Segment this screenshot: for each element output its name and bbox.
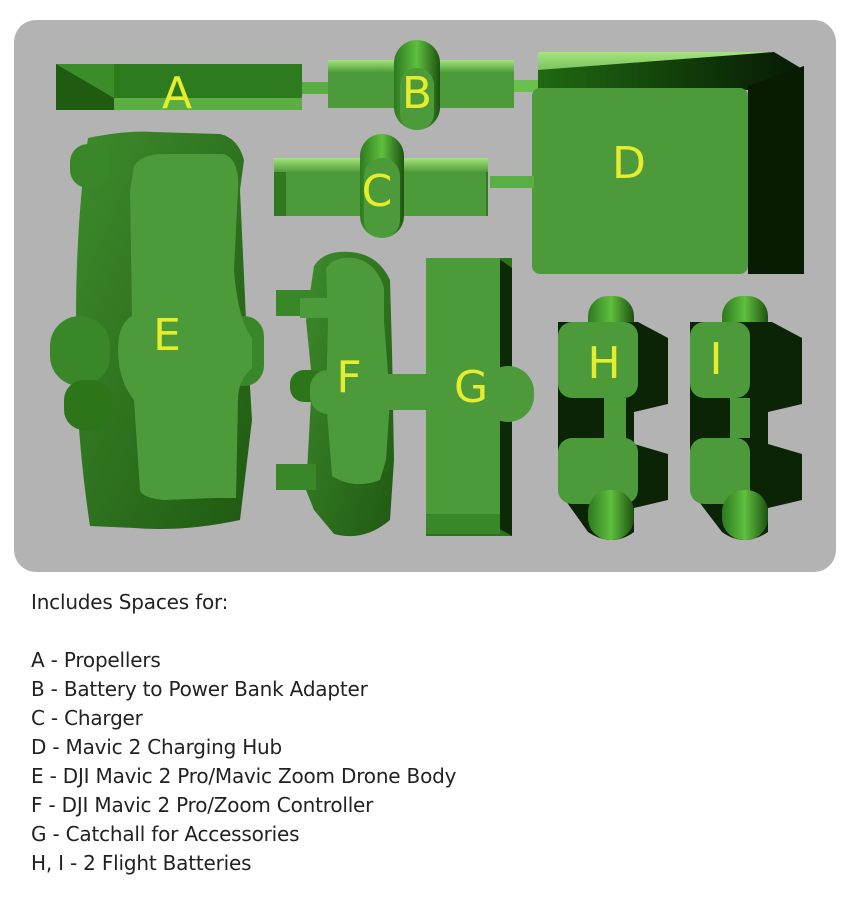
pocket-f [276,251,394,537]
pocket-d [490,52,804,274]
label-i: I [710,334,723,385]
label-c: C [362,166,393,217]
legend-item-e: E - DJI Mavic 2 Pro/Mavic Zoom Drone Bod… [31,764,457,788]
label-g: G [454,362,488,413]
label-f: F [336,352,361,403]
legend-heading: Includes Spaces for: [31,590,229,614]
pocket-c [274,134,488,238]
legend-item-c: C - Charger [31,706,143,730]
tray-diagram: A B C D E F G H I [14,20,836,572]
pocket-a [56,64,328,110]
legend-item-b: B - Battery to Power Bank Adapter [31,677,368,701]
legend-item-f: F - DJI Mavic 2 Pro/Zoom Controller [31,793,374,817]
pocket-f-g-connector [384,374,430,410]
legend-item-h-i: H, I - 2 Flight Batteries [31,851,252,875]
pocket-i [690,296,802,540]
legend-item-g: G - Catchall for Accessories [31,822,300,846]
pocket-h [558,296,668,540]
legend-item-a: A - Propellers [31,648,161,672]
pocket-b [328,40,538,130]
legend-list: A - Propellers B - Battery to Power Bank… [31,646,831,878]
pocket-g [426,258,534,536]
foam-tray: A B C D E F G H I [14,20,836,572]
label-b: B [402,68,432,119]
legend: Includes Spaces for: A - Propellers B - … [31,588,831,878]
label-a: A [162,68,192,119]
pocket-e [50,131,264,529]
legend-item-d: D - Mavic 2 Charging Hub [31,735,283,759]
label-h: H [587,338,620,389]
label-d: D [612,138,646,189]
label-e: E [153,310,181,361]
